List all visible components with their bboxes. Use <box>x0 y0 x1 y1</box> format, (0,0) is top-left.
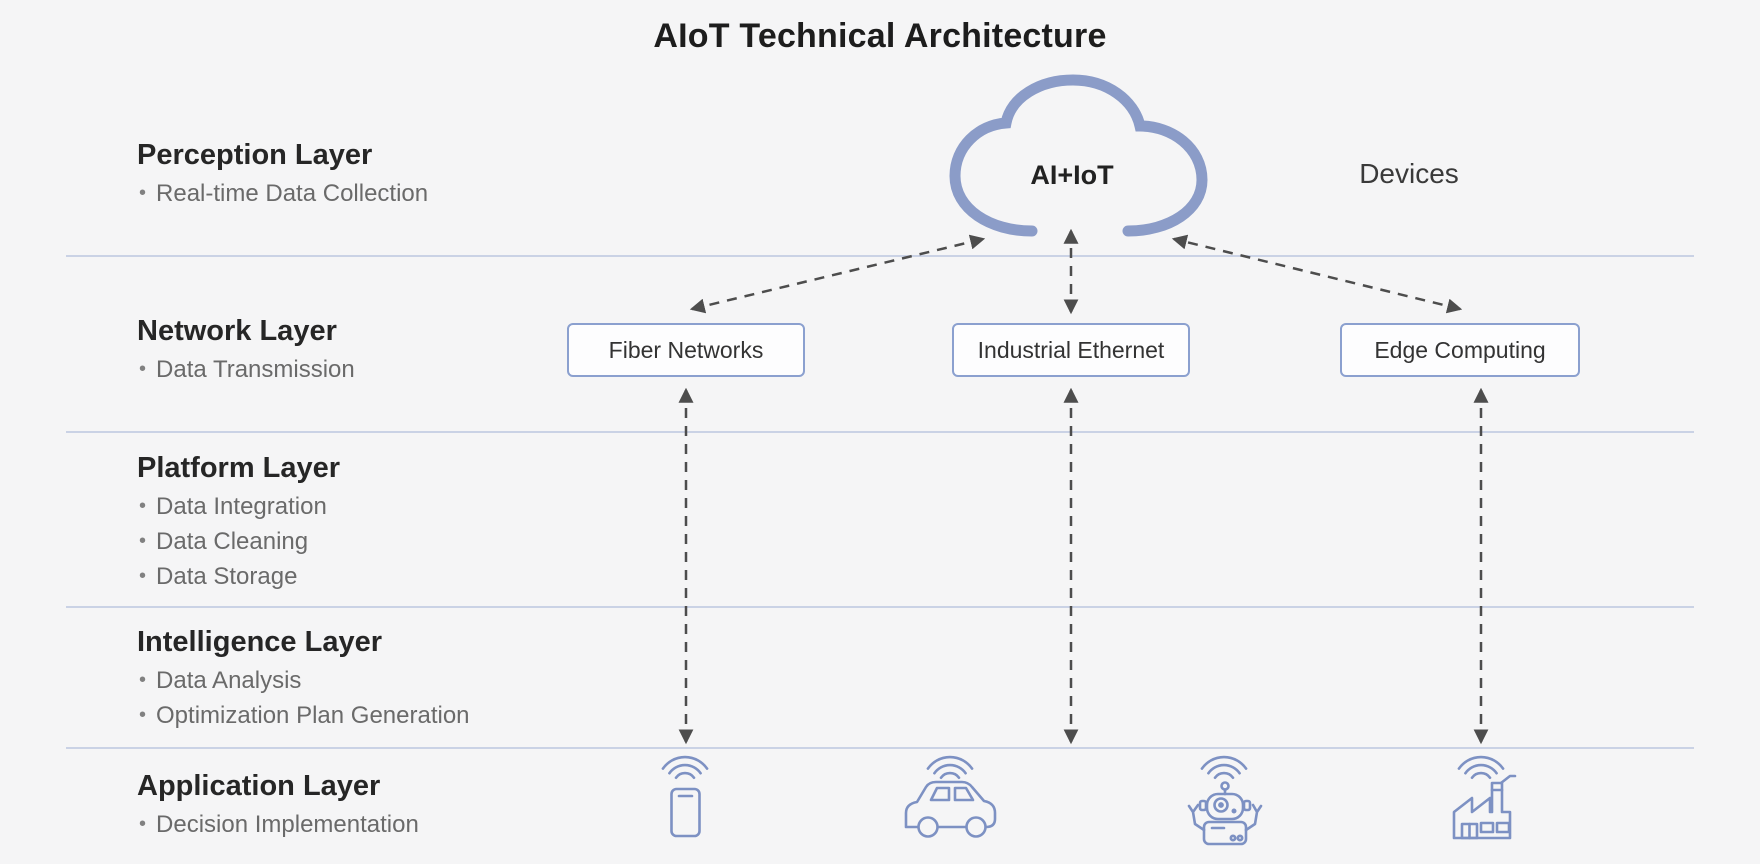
layer-application: Application Layer Decision Implementatio… <box>137 768 419 843</box>
arrow-cloud-edge-computing <box>1171 234 1463 314</box>
layer-bullet: Decision Implementation <box>139 808 419 843</box>
layer-intelligence: Intelligence Layer Data Analysis Optimiz… <box>137 624 470 734</box>
layer-bullet: Data Storage <box>139 560 340 595</box>
layer-bullet-list: Data Integration Data Cleaning Data Stor… <box>139 490 340 595</box>
node-device-arrows <box>678 387 1489 745</box>
page-title: AIoT Technical Architecture <box>653 17 1107 55</box>
node-edge-computing: Edge Computing <box>1340 323 1580 377</box>
layer-title: Application Layer <box>137 770 381 802</box>
cloud-label: AI+IoT <box>1030 160 1114 190</box>
wifi-signal-icon <box>926 755 974 779</box>
cloud-node-arrows <box>689 228 1463 315</box>
wifi-signal-icon <box>661 755 709 779</box>
wifi-signal-icon <box>1200 755 1248 779</box>
layer-bullet: Real-time Data Collection <box>139 177 428 212</box>
layer-bullet-list: Real-time Data Collection <box>139 177 428 212</box>
layer-title: Platform Layer <box>137 452 341 484</box>
layer-bullet-list: Data Analysis Optimization Plan Generati… <box>139 664 470 734</box>
device-icons <box>661 755 1517 846</box>
node-industrial-ethernet: Industrial Ethernet <box>952 323 1190 377</box>
node-fiber-networks: Fiber Networks <box>567 323 805 377</box>
layer-platform: Platform Layer Data Integration Data Cle… <box>137 450 340 595</box>
layer-title: Intelligence Layer <box>137 626 382 658</box>
layer-perception: Perception Layer Real-time Data Collecti… <box>137 137 428 212</box>
factory-icon <box>1452 755 1517 840</box>
arrow-cloud-fiber-networks <box>689 234 986 314</box>
layer-title: Network Layer <box>137 315 337 347</box>
layer-bullet-list: Decision Implementation <box>139 808 419 843</box>
layer-bullet-list: Data Transmission <box>139 353 355 388</box>
layer-title: Perception Layer <box>137 139 373 171</box>
layer-bullet: Optimization Plan Generation <box>139 699 470 734</box>
layer-bullet: Data Cleaning <box>139 525 340 560</box>
robot-icon <box>1187 755 1263 846</box>
layer-network: Network Layer Data Transmission <box>137 313 355 388</box>
car-icon <box>904 755 997 838</box>
layer-bullet: Data Transmission <box>139 353 355 388</box>
layer-bullet: Data Analysis <box>139 664 470 699</box>
devices-label: Devices <box>1359 158 1459 189</box>
smartphone-icon <box>661 755 709 838</box>
wifi-signal-icon <box>1457 755 1505 779</box>
layer-bullet: Data Integration <box>139 490 340 525</box>
cloud-icon <box>949 74 1208 237</box>
